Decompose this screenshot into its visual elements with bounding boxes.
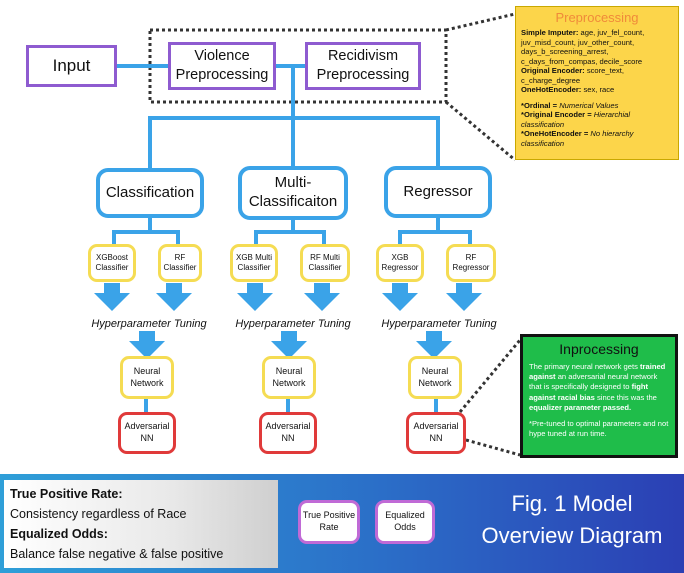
tpr-description: Consistency regardless of Race [10,507,187,521]
adv2-line-2: NN [281,433,295,443]
classification-label: Classification [105,183,195,201]
arrow-nn-2 [271,331,307,359]
rf-regressor-line-2: Regressor [452,263,490,272]
onehot-encoder-note: *OneHotEncoder = No hierarchy classifica… [521,129,634,148]
rf-multi-classifier-box: RF Multi Classifier [300,244,350,282]
classification-box: Classification [96,168,204,218]
inprocessing-description: The primary neural network gets trained … [529,361,666,412]
figure-title-line-1: Fig. 1 Model [511,491,633,516]
arrow-nn-3 [416,331,452,359]
inprocessing-dotted-connector-top [458,339,522,413]
regressor-label: Regressor [403,182,473,200]
pill2-line-2: Odds [394,522,416,532]
adv2-line-1: Adversarial [265,421,311,432]
eo-description: Balance false negative & false positive [10,547,224,561]
original-encoder-note: *Original Encoder = Hierarchial classifi… [521,110,631,129]
original-encoder-row: Original Encoder: score_text, c_charge_d… [521,66,624,85]
rf-regressor-box: RF Regressor [446,244,496,282]
adv1-line-1: Adversarial [124,421,170,432]
ordinal-note: *Ordinal = Numerical Values [521,100,619,110]
preprocessing-title: Preprocessing [555,10,639,25]
recidivism-preprocessing-box: Recidivism Preprocessing [305,42,421,90]
rf-classifier-line-1: RF [174,252,186,262]
rf-classifier-line-2: Classifier [163,263,197,272]
arrow-rf-regressor [446,283,482,311]
xgb-regressor-line-2: Regressor [381,263,419,272]
inprocessing-panel: Inprocessing The primary neural network … [520,334,678,458]
xgboost-line-2: Classifier [95,263,129,272]
preprocessing-dotted-connector-top [445,12,516,32]
pill1-line-1: True Positive [302,510,356,521]
xgb-multi-line-2: Classifier [237,263,271,272]
arrow-xgboost [94,283,130,311]
rf-regressor-line-1: RF [465,252,477,262]
equalized-odds-pill: Equalized Odds [375,500,435,544]
xgb-regressor-line-1: XGB [391,252,409,262]
hyperparameter-tuning-label-3: Hyperparameter Tuning [381,318,497,330]
xgb-regressor-box: XGB Regressor [376,244,424,282]
nn3-line-1: Neural [421,365,449,376]
nn1-line-1: Neural [133,365,161,376]
nn2-line-2: Network [272,377,306,388]
preprocessing-panel: Preprocessing Simple Imputer: age, juv_f… [515,6,679,160]
multi-classification-box: Multi- Classificaiton [238,166,348,220]
eo-title: Equalized Odds: [10,527,108,541]
input-label: Input [52,56,91,75]
adv1-line-2: NN [140,433,154,443]
adversarial-nn-box-3: Adversarial NN [406,412,466,454]
arrow-rf-multi [304,283,340,311]
arrow-xgb-multi [237,283,273,311]
violence-line-1: Violence [194,48,250,65]
xgb-multi-line-1: XGB Multi [235,252,272,262]
pill2-line-1: Equalized [385,510,425,521]
rf-multi-line-2: Classifier [308,263,342,272]
adversarial-nn-box-1: Adversarial NN [118,412,176,454]
arrow-nn-1 [129,331,165,359]
inprocessing-dotted-connector-bottom [465,438,521,457]
flow-arrows [94,283,482,359]
tpr-title: True Positive Rate: [10,487,123,501]
multi-classification-line-1: Multi- [274,174,312,192]
rf-classifier-box: RF Classifier [158,244,202,282]
onehot-encoder-row: OneHotEncoder: sex, race [521,85,615,95]
xgboost-line-1: XGBoost [95,252,128,262]
pill1-line-2: Rate [319,522,339,532]
inprocessing-title: Inprocessing [559,341,639,357]
preprocessing-dotted-frame [148,28,448,104]
hyperparameter-tuning-label-2: Hyperparameter Tuning [235,318,351,330]
recidivism-line-2: Preprocessing [316,67,410,83]
nn1-line-2: Network [130,377,164,388]
rf-multi-line-1: RF Multi [310,252,340,262]
neural-network-box-1: Neural Network [120,356,174,399]
figure-title: Fig. 1 Model Overview Diagram [462,488,682,552]
violence-preprocessing-box: Violence Preprocessing [168,42,276,90]
adv3-line-1: Adversarial [413,421,459,432]
true-positive-rate-pill: True Positive Rate [298,500,360,544]
arrow-rf-classifier [156,283,192,311]
metrics-legend: True Positive Rate: Consistency regardle… [4,480,278,568]
neural-network-box-2: Neural Network [262,356,316,399]
simple-imputer-row: Simple Imputer: age, juv_fel_count, juv_… [521,28,645,66]
adv3-line-2: NN [429,433,443,443]
figure-title-line-2: Overview Diagram [481,522,663,548]
inprocessing-note: *Pre-tuned to optimal parameters and not… [529,419,669,439]
adversarial-nn-box-2: Adversarial NN [259,412,317,454]
xgboost-classifier-box: XGBoost Classifier [88,244,136,282]
preprocessing-dotted-connector-bottom [445,100,516,162]
input-box: Input [26,45,117,87]
multi-classification-line-2: Classificaiton [248,193,338,210]
regressor-box: Regressor [384,166,492,218]
recidivism-line-1: Recidivism [327,48,399,65]
nn3-line-2: Network [418,377,452,388]
nn2-line-1: Neural [275,365,303,376]
hyperparameter-tuning-label-1: Hyperparameter Tuning [91,318,207,330]
neural-network-box-3: Neural Network [408,356,462,399]
arrow-xgb-regressor [382,283,418,311]
violence-line-2: Preprocessing [175,67,269,83]
xgb-multi-classifier-box: XGB Multi Classifier [230,244,278,282]
